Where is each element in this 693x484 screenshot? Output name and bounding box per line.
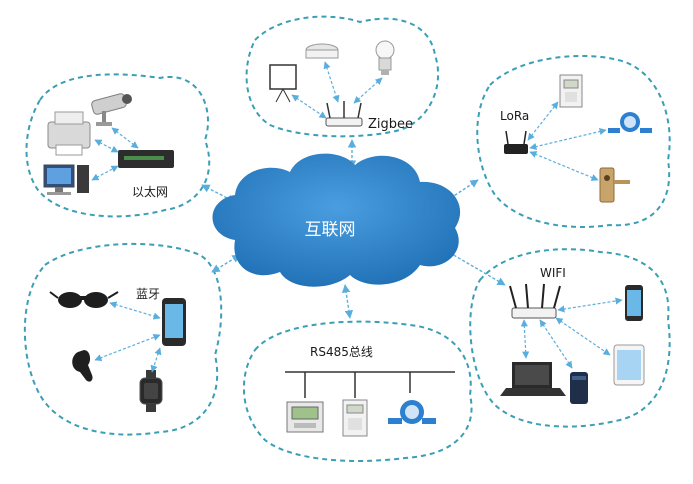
lora-cluster: LoRa: [500, 74, 652, 203]
projector-screen-icon: [269, 64, 297, 103]
wifi-label: WIFI: [540, 266, 566, 280]
lora-gateway-icon: [504, 130, 528, 154]
bluetooth-label: 蓝牙: [136, 287, 160, 301]
rs485-bus-line-icon: [285, 371, 455, 398]
wifi-router-icon: [509, 283, 561, 319]
desktop-computer-icon: [43, 164, 89, 195]
smart-speaker-icon: [570, 372, 588, 404]
lora-label: LoRa: [500, 109, 529, 123]
laptop-icon: [500, 362, 566, 396]
zigbee-cluster: Zigbee: [269, 40, 413, 132]
wifi-cluster: WIFI: [500, 266, 645, 404]
rs485-cluster-outline: [242, 320, 473, 462]
rs485-cluster: RS485总线: [285, 345, 455, 437]
printer-icon: [47, 111, 91, 156]
smartphone-icon: [162, 298, 186, 346]
bluetooth-headset-icon: [72, 350, 93, 382]
ethernet-cluster: 以太网: [43, 93, 174, 199]
tablet-icon: [613, 344, 645, 386]
water-meter-icon: [608, 112, 652, 133]
smart-bulb-icon: [375, 40, 395, 75]
internet-cloud: 互联网: [212, 153, 461, 287]
security-camera-icon: [91, 93, 132, 126]
lora-cluster-outline: [476, 54, 671, 228]
network-switch-icon: [118, 150, 174, 168]
zigbee-cluster-outline: [245, 15, 440, 138]
electric-meter-icon: [559, 74, 583, 108]
smoke-detector-icon: [305, 43, 339, 59]
water-meter-icon: [388, 400, 436, 424]
zigbee-router-icon: [325, 101, 363, 127]
smartphone-icon: [625, 285, 643, 321]
cloud-label: 互联网: [305, 220, 356, 240]
rs485-label: RS485总线: [310, 345, 373, 359]
smartwatch-icon: [139, 370, 163, 412]
zigbee-label: Zigbee: [368, 117, 413, 132]
wifi-cluster-outline: [469, 248, 671, 428]
bluetooth-cluster: 蓝牙: [49, 287, 186, 412]
power-meter-icon: [286, 401, 324, 433]
door-lock-icon: [599, 167, 630, 203]
ethernet-label: 以太网: [132, 184, 168, 199]
electric-meter-icon: [342, 399, 368, 437]
vr-glasses-icon: [49, 291, 119, 308]
bluetooth-cluster-outline: [23, 242, 223, 436]
